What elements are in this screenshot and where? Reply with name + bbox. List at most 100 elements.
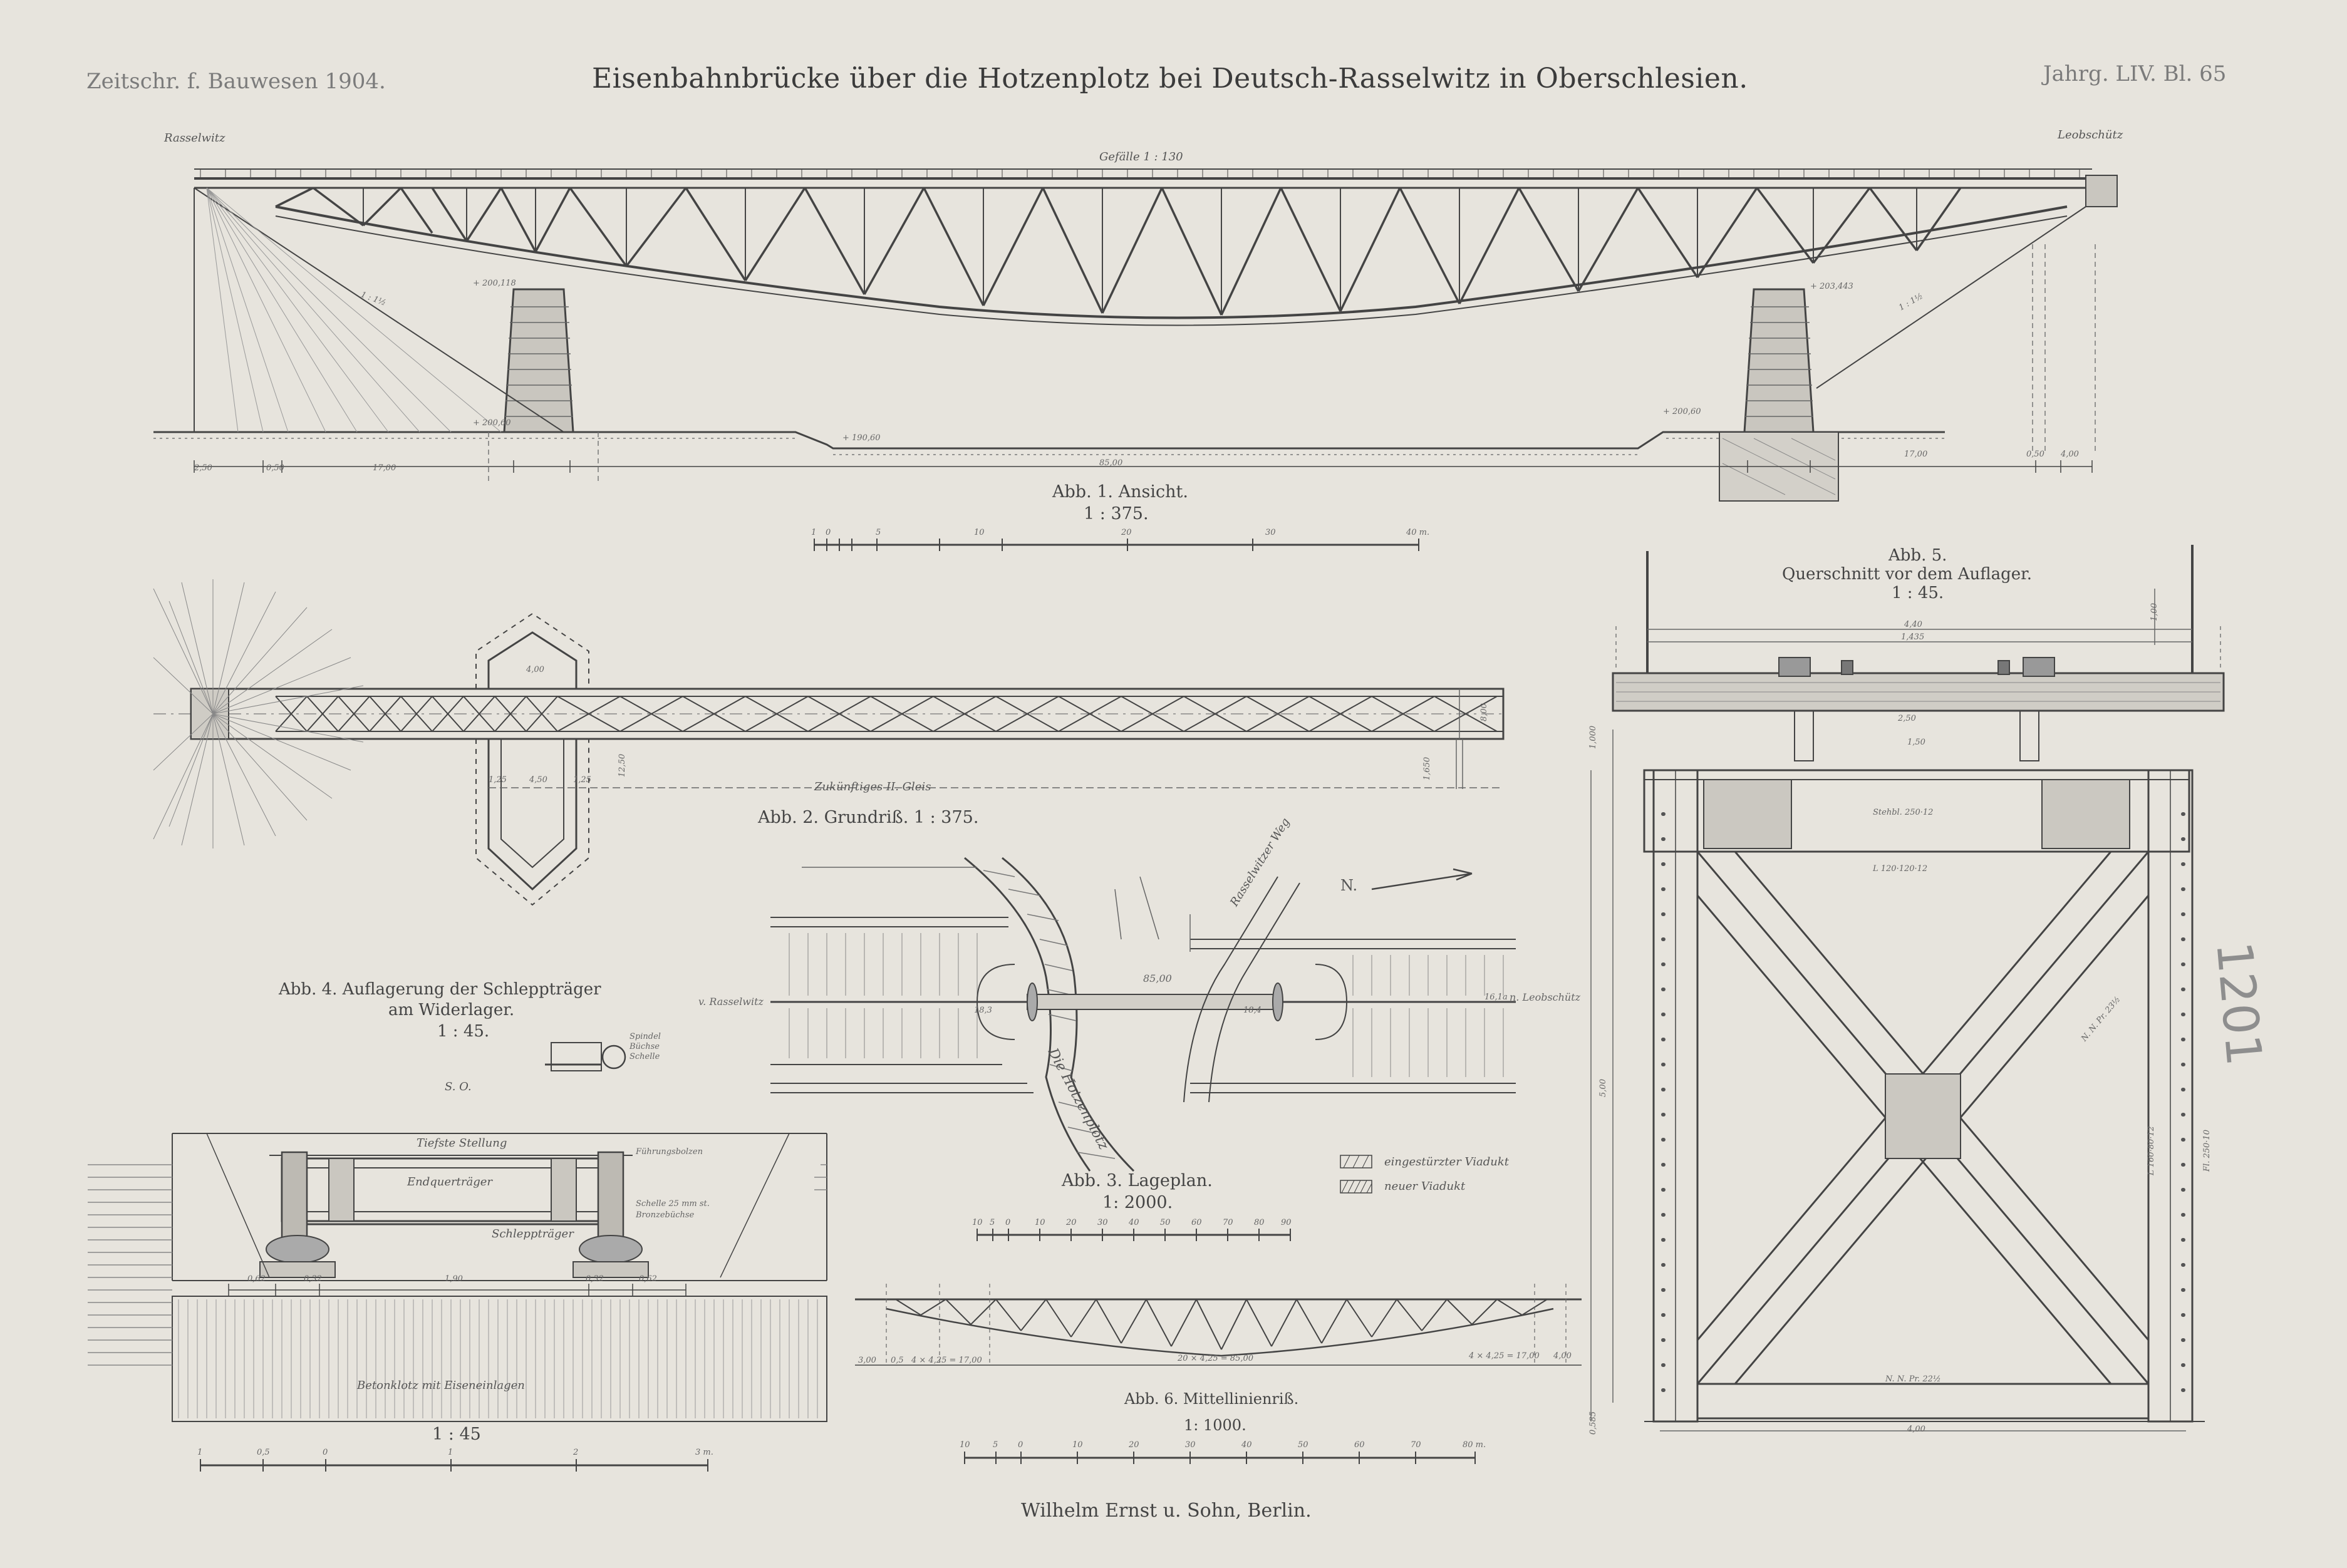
fig3-scale-tick-0: 10 <box>972 1218 983 1227</box>
fig3-km-far: 16,1a <box>1484 993 1508 1002</box>
fig3-site-plan <box>770 857 1516 1241</box>
fig1-dim-8500: 85,00 <box>1099 458 1123 468</box>
fig1-scale: 1 : 375. <box>1084 504 1149 524</box>
fig1-scale-tick-3: 10 <box>974 528 985 537</box>
fig4-dim-190: 1,90 <box>445 1274 463 1284</box>
pier-right-hatch <box>1745 306 1813 417</box>
fig5-dim-0585: 0,585 <box>1588 1411 1598 1435</box>
fig1-level-river: + 190,60 <box>842 433 881 443</box>
truss-web <box>275 187 1962 316</box>
fig4-dim-032b: 0,32 <box>586 1274 604 1284</box>
fig1-scale-tick-4: 20 <box>1121 528 1132 537</box>
plan-bracing <box>275 696 1498 732</box>
publisher-credit: Wilhelm Ernst u. Sohn, Berlin. <box>1021 1500 1312 1522</box>
fig1-dim-1700b: 17,00 <box>1904 450 1928 459</box>
fig4-dim-062b: 0,62 <box>639 1274 657 1284</box>
cs-bearing-left <box>1794 710 1814 761</box>
fig4-scale-tick-0: 1 <box>197 1448 203 1457</box>
fig5-dim-440: 4,40 <box>1904 620 1922 629</box>
north-arrow <box>1371 868 1473 890</box>
fig3-left-place: v. Rasselwitz <box>698 996 764 1008</box>
pier-left-hatch <box>505 306 573 417</box>
fig4-scale: 1 : 45. <box>437 1022 490 1041</box>
fig4-caption-line1: Abb. 4. Auflagerung der Schleppträger <box>279 980 601 999</box>
fig1-dim-050b: 0,50 <box>2026 450 2044 459</box>
fig1-dim-250: 2,50 <box>194 463 212 473</box>
legend-swatch-new-hatch <box>1341 1180 1372 1194</box>
fig5-dim-400: 4,00 <box>1907 1425 1925 1434</box>
fig3-scale-tick-8: 60 <box>1191 1218 1202 1227</box>
fig5-profile-bottom: N. N. Pr. 22½ <box>1885 1375 1941 1384</box>
fig4-bronze: Bronzebüchse <box>636 1210 695 1220</box>
fig3-caption: Abb. 3. Lageplan. <box>1062 1171 1213 1190</box>
bearing-roller-right <box>579 1235 643 1264</box>
fig1-scale-ticks <box>814 539 1419 551</box>
fig4-dim-062a: 0,62 <box>247 1274 266 1284</box>
fig1-scale-tick-5: 30 <box>1265 528 1276 537</box>
fig3-right-place: n. Leobschütz <box>1510 991 1581 1003</box>
fig3-scale-tick-11: 90 <box>1281 1218 1292 1227</box>
fig6-dim-300: 3,00 <box>858 1356 876 1365</box>
bearing-dim-ticks <box>228 1284 686 1296</box>
fig1-dim-400: 4,00 <box>2061 450 2079 459</box>
fig3-dim-8500: 85,00 <box>1143 972 1172 984</box>
left-fan <box>206 187 502 433</box>
fig4-scale-ticks <box>200 1459 708 1472</box>
fig5-profile-angle: L 120·120·12 <box>1873 864 1928 874</box>
fig4-spindle-2: Büchse <box>629 1042 660 1051</box>
embankment-hatch-left <box>789 933 978 1058</box>
bearing-slope-left <box>206 1133 790 1278</box>
fig3-scale-tick-9: 70 <box>1223 1218 1233 1227</box>
fig6-dim-400: 4,00 <box>1553 1351 1572 1361</box>
cs-rail-right <box>1997 660 2010 675</box>
fig3-scale: 1: 2000. <box>1102 1193 1173 1212</box>
fig5-cross-section <box>1590 545 2225 1431</box>
fig2-dim-800: 8,00 <box>1479 703 1489 721</box>
fig4-drag-beam: Schleppträger <box>492 1227 574 1240</box>
bottom-chord-inner <box>275 215 2068 326</box>
fig1-scale-tick-1: 0 <box>826 528 831 537</box>
fig2-caption: Abb. 2. Grundriß. 1 : 375. <box>758 808 979 827</box>
fig6-scale-ticks <box>964 1452 1476 1464</box>
page-title: Eisenbahnbrücke über die Hotzenplotz bei… <box>592 63 1748 95</box>
cs-dims <box>1590 629 2192 1431</box>
fig4-spindle-1: Spindel <box>629 1032 661 1041</box>
fig4-bearing <box>88 1042 827 1472</box>
fig4-scale-tick-4: 2 <box>573 1448 579 1457</box>
fig1-level-left: + 200,118 <box>473 279 516 288</box>
river-hatch <box>983 870 1116 1159</box>
spindle-wheel <box>601 1044 626 1070</box>
right-abutment <box>2085 175 2118 207</box>
fig1-scale-tick-6: 40 m. <box>1406 528 1430 537</box>
cs-bearing-right <box>2019 710 2039 761</box>
fig1-level-right: + 203,443 <box>1810 282 1853 291</box>
fig2-dim-125b: 1,25 <box>573 775 591 785</box>
cs-rivets <box>1661 812 2185 1392</box>
fig5-scale: 1 : 45. <box>1892 584 1944 602</box>
fig5-dim-100: 1,00 <box>2149 603 2159 621</box>
fig5-profile-col2: Fl. 250·10 <box>2202 1130 2212 1172</box>
cl-web <box>895 1299 1548 1350</box>
fig6-scale-tick-0: 10 <box>960 1440 970 1450</box>
fig4-bottom-scale: 1 : 45 <box>432 1425 481 1444</box>
left-embankment <box>194 187 564 433</box>
fig3-scale-tick-6: 40 <box>1129 1218 1139 1227</box>
fig1-dim-050a: 0,50 <box>266 463 284 473</box>
fig3-scale-tick-3: 10 <box>1035 1218 1045 1227</box>
fig6-scale-tick-9: 70 <box>1411 1440 1421 1450</box>
fig4-lowest: Tiefste Stellung <box>417 1137 507 1150</box>
fig1-left-place: Rasselwitz <box>164 132 225 145</box>
cs-top-gusset-left <box>1703 779 1792 849</box>
pier-left <box>503 288 574 433</box>
site-bridge <box>1027 994 1278 1010</box>
fig1-gradient: Gefälle 1 : 130 <box>1099 150 1183 163</box>
ground-hatch <box>153 438 1945 455</box>
bottom-chord <box>275 205 2068 319</box>
fig4-end-beam: Endquerträger <box>407 1175 492 1189</box>
fig3-north: N. <box>1340 877 1358 894</box>
concrete-block <box>172 1296 827 1422</box>
fig4-scale-tick-1: 0,5 <box>257 1448 270 1457</box>
fig6-scale-tick-6: 40 <box>1241 1440 1252 1450</box>
fig1-dim-1700a: 17,00 <box>373 463 396 473</box>
fig3-legend-old: eingestürzter Viadukt <box>1384 1155 1509 1168</box>
